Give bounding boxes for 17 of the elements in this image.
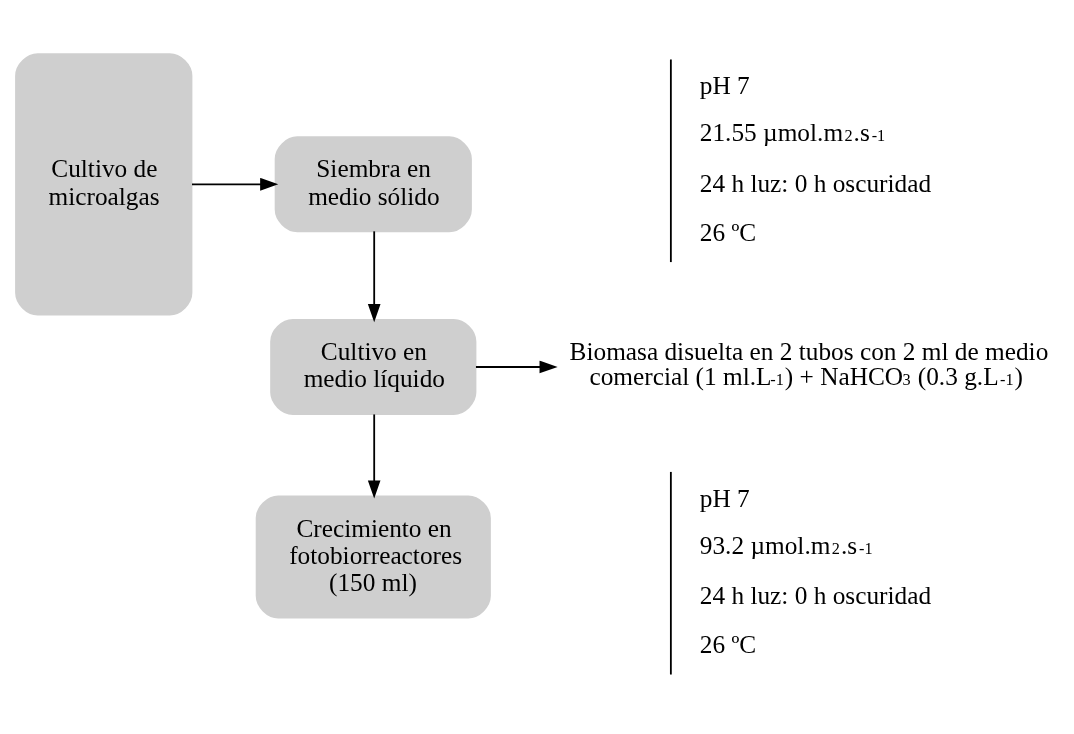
node-box: Cultivo en medio líquido (270, 319, 477, 415)
arrow (191, 177, 279, 191)
node-label: 24 h luz: 0 h oscuridad (699, 168, 932, 197)
node-box: Crecimiento en fotobiorreactores (150 ml) (255, 495, 491, 619)
node-label: 93.2 µmol.m2.s-1 (699, 530, 873, 559)
node-box: Siembra en medio sólido (274, 136, 472, 233)
node-label: 26 ºC (699, 217, 757, 246)
node-label: 26 ºC (699, 630, 757, 659)
arrow (367, 230, 381, 323)
arrow (475, 360, 558, 374)
arrow (367, 413, 381, 499)
node-label: pH 7 (699, 483, 750, 512)
node-label: 21.55 µmol.m2.s-1 (699, 118, 886, 147)
node-box: Cultivo de microalgas (15, 53, 193, 316)
node-label: 24 h luz: 0 h oscuridad (699, 581, 932, 610)
node-label: pH 7 (699, 71, 750, 100)
node-text: Biomasa disuelta en 2 tubos con 2 ml de medio comercial (1 ml.L-1) + NaHCO3 (0.3 g.L-1) (569, 337, 1049, 391)
